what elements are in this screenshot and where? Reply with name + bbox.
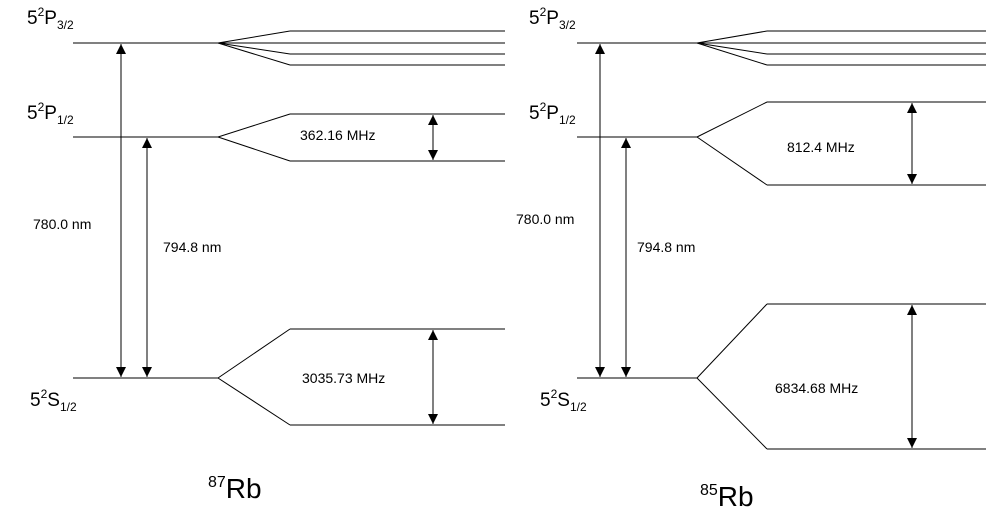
- level-5p12: [73, 113, 505, 162]
- label-p12-splitting: 812.4 MHz: [787, 139, 855, 155]
- level-5p32: [577, 30, 986, 66]
- split-line: [217, 136, 291, 162]
- split-line: [217, 328, 291, 379]
- label-5s12: 52S1/2: [30, 387, 77, 414]
- panel-rb87: 52P3/2 52P1/2 52S1/2 780.0 nm 794.8 nm 3…: [27, 5, 505, 504]
- label-d2-wavelength: 780.0 nm: [33, 216, 91, 232]
- label-d1-wavelength: 794.8 nm: [163, 239, 221, 255]
- label-5p32: 52P3/2: [529, 5, 576, 32]
- fan-line: [696, 42, 768, 66]
- fan-line: [217, 42, 291, 55]
- isotope-label-rb85: 85Rb: [700, 481, 754, 512]
- split-line: [696, 377, 768, 450]
- isotope-label-rb87: 87Rb: [208, 473, 262, 504]
- label-5p12: 52P1/2: [27, 100, 74, 127]
- label-p12-splitting: 362.16 MHz: [300, 127, 375, 143]
- fan-line: [217, 30, 291, 44]
- level-5p12: [577, 101, 986, 186]
- level-5p32: [73, 30, 505, 66]
- level-5s12: [73, 328, 505, 426]
- split-line: [696, 303, 768, 379]
- fan-line: [217, 42, 291, 66]
- fan-line: [696, 42, 768, 55]
- level-5s12: [577, 303, 986, 450]
- split-line: [696, 101, 768, 138]
- panel-rb85: 52P3/2 52P1/2 52S1/2 780.0 nm 794.8 nm 8…: [516, 5, 986, 512]
- label-s12-splitting: 6834.68 MHz: [775, 380, 858, 396]
- label-5s12: 52S1/2: [540, 387, 587, 414]
- label-d1-wavelength: 794.8 nm: [637, 239, 695, 255]
- split-line: [217, 113, 291, 138]
- fan-line: [696, 30, 768, 44]
- label-d2-wavelength: 780.0 nm: [516, 211, 574, 227]
- label-5p12: 52P1/2: [529, 100, 576, 127]
- split-line: [217, 377, 291, 426]
- label-s12-splitting: 3035.73 MHz: [302, 370, 385, 386]
- split-line: [696, 136, 768, 186]
- label-5p32: 52P3/2: [27, 5, 74, 32]
